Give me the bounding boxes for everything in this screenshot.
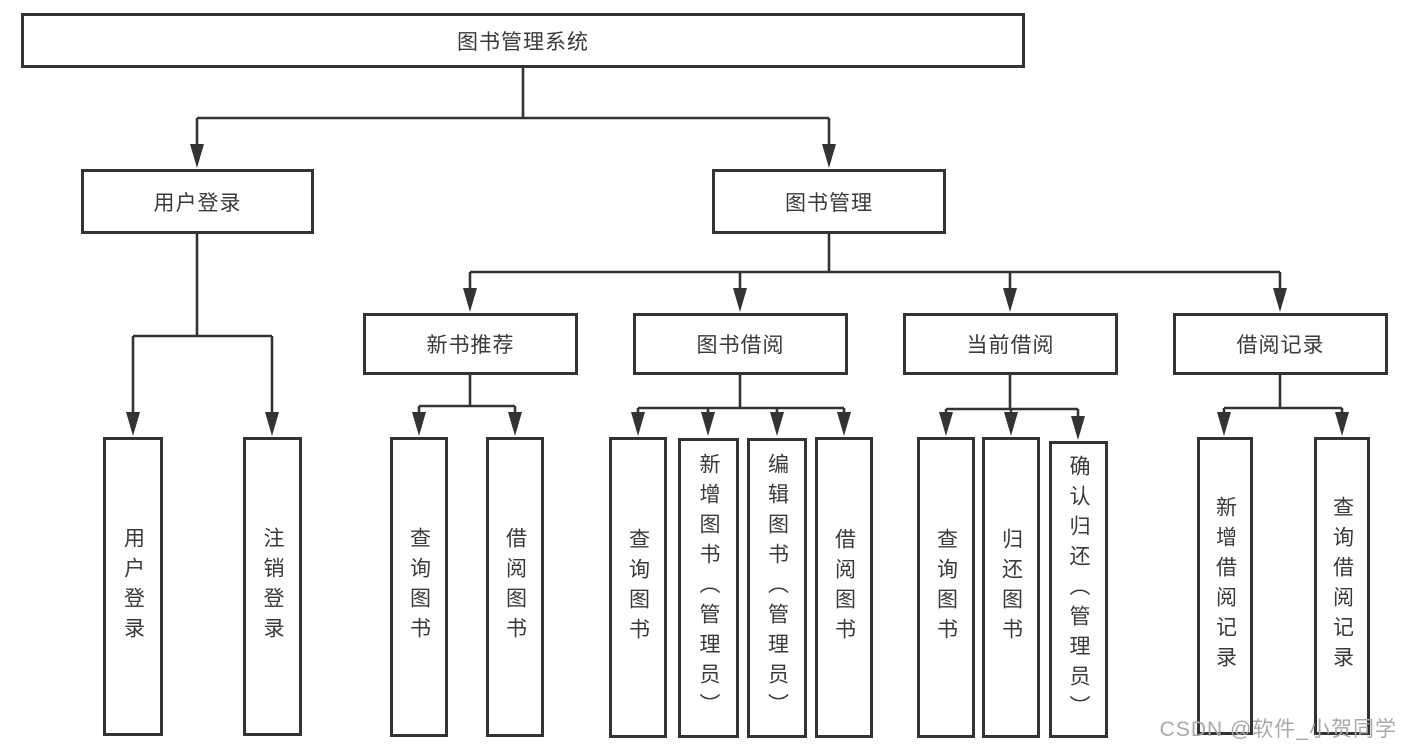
node-new-book-recommend: 新书推荐 [363, 313, 578, 375]
leaf-borrow-query-books: 查询图书 [609, 437, 667, 738]
leaf-current-return-books: 归还图书 [982, 437, 1040, 738]
node-label: 注销登录 [261, 526, 284, 647]
node-label: 用户登录 [121, 526, 145, 647]
leaf-borrow-add-books-admin: 新增图书（管理员） [678, 438, 739, 738]
node-label: 图书借阅 [696, 334, 785, 357]
leaf-records-query-record: 查询借阅记录 [1314, 437, 1370, 735]
csdn-watermark: CSDN @软件_小贺同学 [1159, 718, 1397, 741]
node-label: 新增借阅记录 [1213, 496, 1237, 676]
connector-login-to-leaves [126, 234, 279, 436]
connector-recommend-to-leaves [412, 375, 522, 436]
node-label: 用户登录 [153, 191, 242, 215]
node-label: 新书推荐 [426, 334, 515, 357]
node-label: 借阅图书 [832, 527, 856, 648]
node-label: 查询图书 [934, 527, 958, 648]
node-user-login: 用户登录 [81, 169, 314, 234]
connector-records-to-leaves [1217, 375, 1349, 436]
node-label: 查询借阅记录 [1330, 496, 1354, 676]
node-label: 新增图书（管理员） [697, 453, 720, 723]
node-library-system-root: 图书管理系统 [21, 13, 1025, 68]
node-label: 借阅图书 [503, 527, 527, 647]
leaf-current-query-books: 查询图书 [917, 437, 975, 738]
leaf-logout: 注销登录 [243, 437, 302, 736]
leaf-recommend-query-books: 查询图书 [390, 437, 448, 737]
connector-current-to-leaves [939, 375, 1085, 440]
node-label: 查询图书 [626, 527, 650, 648]
node-current-borrow: 当前借阅 [903, 313, 1118, 375]
node-borrow-records: 借阅记录 [1173, 313, 1388, 375]
node-book-borrow: 图书借阅 [633, 313, 848, 375]
node-label: 借阅记录 [1236, 334, 1325, 357]
node-label: 图书管理 [785, 191, 873, 215]
leaf-borrow-edit-books-admin: 编辑图书（管理员） [747, 438, 807, 738]
node-book-management: 图书管理 [712, 169, 946, 234]
leaf-recommend-borrow-books: 借阅图书 [486, 437, 544, 737]
leaf-user-login: 用户登录 [103, 437, 163, 736]
node-label: 当前借阅 [966, 334, 1055, 357]
node-label: 编辑图书（管理员） [765, 453, 789, 723]
connector-management-to-level3 [463, 234, 1287, 312]
node-label: 归还图书 [999, 527, 1023, 648]
connector-borrow-to-leaves [631, 375, 851, 436]
leaf-current-confirm-return-admin: 确认归还（管理员） [1049, 441, 1108, 738]
node-label: 图书管理系统 [457, 30, 589, 54]
node-label: 确认归还（管理员） [1067, 454, 1090, 725]
connector-root-to-level2 [190, 68, 836, 168]
node-label: 查询图书 [407, 527, 431, 647]
leaf-borrow-borrow-books: 借阅图书 [815, 437, 873, 738]
leaf-records-add-record: 新增借阅记录 [1197, 437, 1253, 735]
